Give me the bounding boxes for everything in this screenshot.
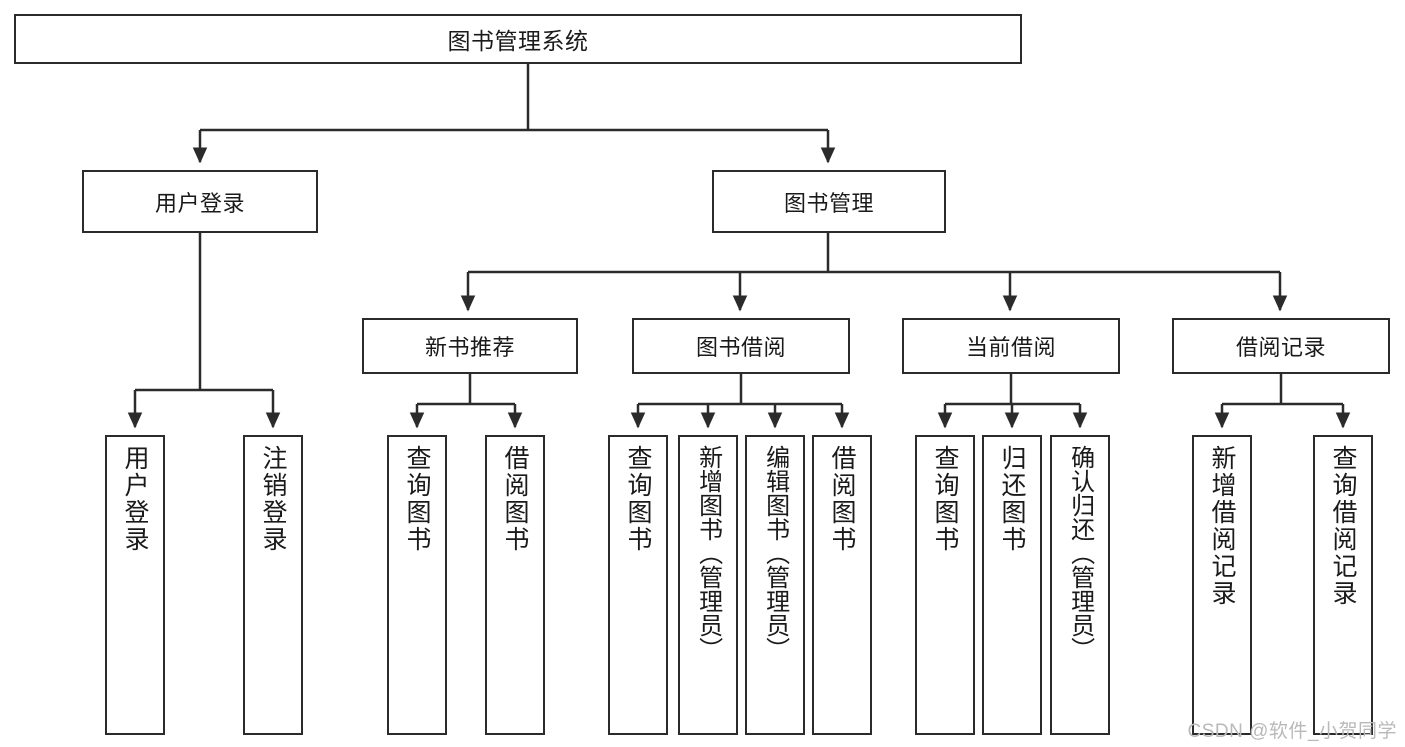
- node-current-borrow[interactable]: 当前借阅: [902, 318, 1120, 374]
- node-label: 用户登录: [154, 190, 245, 216]
- leaf-query-book-current[interactable]: 查询图书: [915, 435, 975, 735]
- node-new-book-rec[interactable]: 新书推荐: [362, 318, 578, 374]
- node-label: 图书借阅: [695, 335, 786, 360]
- leaf-add-book[interactable]: 新增图书（管理员）: [678, 435, 738, 735]
- leaf-borrow-book-rec[interactable]: 借阅图书: [485, 435, 545, 735]
- node-book-manage[interactable]: 图书管理: [712, 170, 946, 233]
- node-label: 借阅图书: [501, 445, 529, 553]
- node-borrow-record[interactable]: 借阅记录: [1172, 318, 1390, 374]
- node-label: 图书管理: [783, 190, 874, 216]
- leaf-user-login[interactable]: 用户登录: [105, 435, 165, 735]
- node-label: 当前借阅: [965, 335, 1056, 360]
- node-label: 图书管理系统: [447, 28, 589, 54]
- node-label: 查询图书: [624, 445, 652, 553]
- leaf-edit-book[interactable]: 编辑图书（管理员）: [745, 435, 805, 735]
- node-label: 确认归还（管理员）: [1066, 445, 1094, 661]
- node-label: 借阅记录: [1235, 335, 1326, 360]
- node-label: 新增图书（管理员）: [694, 445, 722, 661]
- leaf-query-book-borrow[interactable]: 查询图书: [608, 435, 668, 735]
- leaf-query-book-rec[interactable]: 查询图书: [387, 435, 447, 735]
- node-root-system[interactable]: 图书管理系统: [14, 14, 1022, 64]
- node-label: 新书推荐: [424, 335, 515, 360]
- leaf-borrow-book[interactable]: 借阅图书: [812, 435, 872, 735]
- leaf-add-record[interactable]: 新增借阅记录: [1192, 435, 1252, 735]
- node-user-login[interactable]: 用户登录: [82, 170, 318, 233]
- csdn-watermark: CSDN @软件_小贺同学: [1187, 721, 1397, 742]
- node-label: 编辑图书（管理员）: [761, 445, 789, 661]
- node-label: 新增借阅记录: [1208, 445, 1236, 607]
- node-label: 注销登录: [259, 445, 287, 553]
- node-label: 借阅图书: [828, 445, 856, 553]
- node-label: 归还图书: [998, 445, 1026, 553]
- node-label: 用户登录: [121, 445, 149, 553]
- leaf-confirm-return[interactable]: 确认归还（管理员）: [1050, 435, 1110, 735]
- node-label: 查询图书: [931, 445, 959, 553]
- leaf-return-book[interactable]: 归还图书: [982, 435, 1042, 735]
- leaf-query-record[interactable]: 查询借阅记录: [1313, 435, 1373, 735]
- node-label: 查询图书: [403, 445, 431, 553]
- leaf-logout[interactable]: 注销登录: [243, 435, 303, 735]
- node-book-borrow[interactable]: 图书借阅: [632, 318, 850, 374]
- node-label: 查询借阅记录: [1329, 445, 1357, 607]
